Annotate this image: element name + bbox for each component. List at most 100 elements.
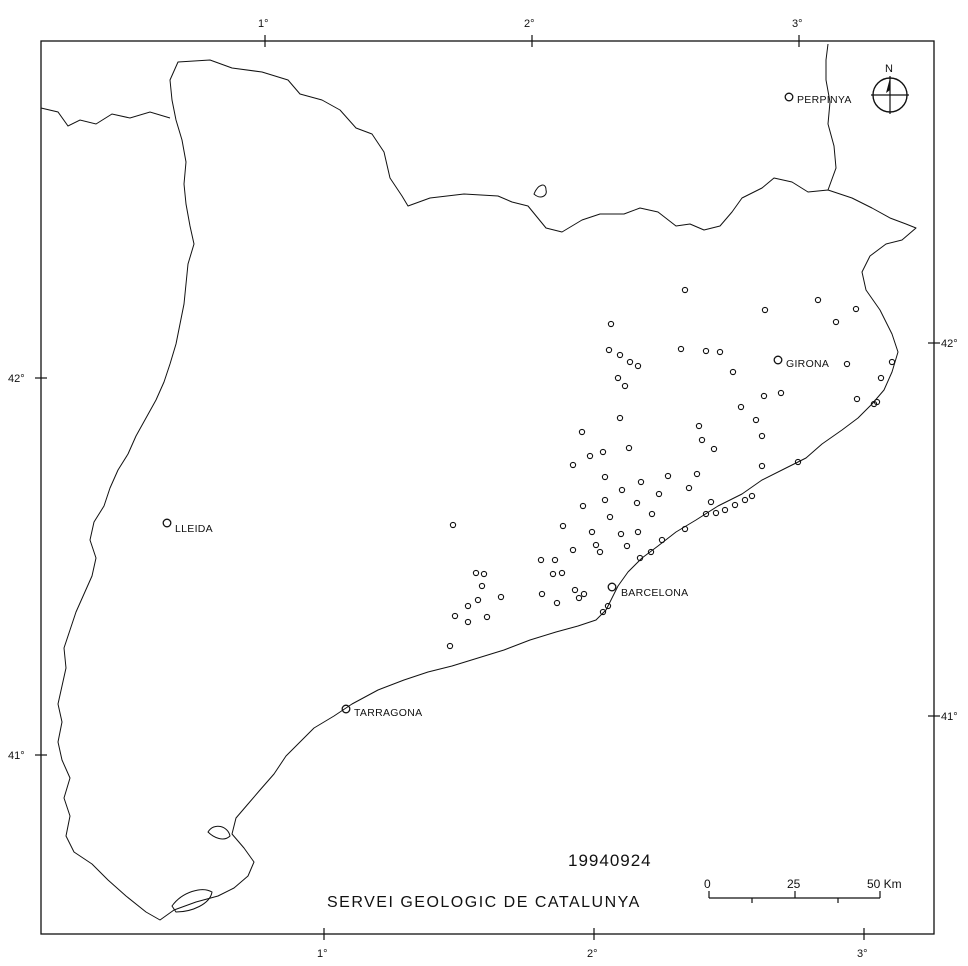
epicenter-marker — [832, 318, 840, 326]
epicenter-marker — [814, 296, 822, 304]
epicenter-marker — [681, 525, 689, 533]
epicenter-marker — [695, 422, 703, 430]
left-lat-tick-42: 42° — [8, 373, 25, 385]
epicenter-marker — [575, 594, 583, 602]
epicenter-marker — [605, 346, 613, 354]
city-marker-perpinya — [784, 92, 794, 102]
city-label-tarragona: TARRAGONA — [354, 707, 422, 719]
epicenter-marker — [870, 400, 878, 408]
epicenter-marker — [616, 414, 624, 422]
bottom-lon-tick-3: 3° — [857, 948, 868, 960]
epicenter-marker — [558, 569, 566, 577]
epicenter-marker — [681, 286, 689, 294]
epicenter-marker — [588, 528, 596, 536]
epicenter-marker — [464, 618, 472, 626]
epicenter-marker — [571, 586, 579, 594]
frame-ticks — [35, 35, 940, 940]
city-label-girona: GIRONA — [786, 358, 829, 370]
epicenter-marker — [647, 548, 655, 556]
top-lon-tick-3: 3° — [792, 18, 803, 30]
epicenter-marker — [604, 602, 612, 610]
epicenter-marker — [716, 348, 724, 356]
epicenter-marker — [617, 530, 625, 538]
epicenter-marker — [634, 362, 642, 370]
city-label-perpinya: PERPINYA — [797, 94, 852, 106]
city-marker-tarragona — [341, 704, 351, 714]
ebro-delta-bay — [171, 889, 213, 913]
spain-france-border-east — [825, 43, 837, 191]
epicenter-marker — [621, 382, 629, 390]
compass-icon — [871, 76, 909, 114]
map-date: 19940924 — [568, 851, 652, 870]
city-label-barcelona: BARCELONA — [621, 587, 688, 599]
epicenter-marker — [451, 612, 459, 620]
right-lat-tick-42: 42° — [941, 338, 958, 350]
epicenter-marker — [888, 358, 896, 366]
llivia-enclave — [533, 184, 547, 198]
epicenter-marker — [537, 556, 545, 564]
left-lat-tick-41: 41° — [8, 750, 25, 762]
epicenter-marker — [601, 496, 609, 504]
catalonia-outline — [57, 59, 917, 921]
epicenter-marker — [636, 554, 644, 562]
epicenter-markers — [446, 286, 896, 650]
scale-label-50km: 50 Km — [867, 877, 902, 891]
epicenter-marker — [712, 509, 720, 517]
epicenter-marker — [599, 608, 607, 616]
epicenter-marker — [752, 416, 760, 424]
north-label: N — [885, 63, 893, 75]
epicenter-marker — [707, 498, 715, 506]
epicenter-marker — [569, 546, 577, 554]
epicenter-marker — [580, 590, 588, 598]
city-marker-girona — [773, 355, 783, 365]
epicenter-marker — [472, 569, 480, 577]
epicenter-marker — [586, 452, 594, 460]
epicenter-marker — [464, 602, 472, 610]
epicenter-marker — [596, 548, 604, 556]
epicenter-marker — [729, 368, 737, 376]
epicenter-marker — [606, 513, 614, 521]
epicenter-marker — [569, 461, 577, 469]
epicenter-marker — [553, 599, 561, 607]
right-lat-tick-41: 41° — [941, 711, 958, 723]
map-frame — [40, 40, 935, 935]
epicenter-marker — [721, 506, 729, 514]
city-label-lleida: LLEIDA — [175, 523, 213, 535]
epicenter-marker — [698, 436, 706, 444]
epicenter-marker — [480, 570, 488, 578]
epicenter-marker — [601, 473, 609, 481]
epicenter-marker — [634, 528, 642, 536]
epicenter-marker — [625, 444, 633, 452]
epicenter-marker — [578, 428, 586, 436]
epicenter-marker — [538, 590, 546, 598]
epicenter-marker — [474, 596, 482, 604]
city-marker-barcelona — [607, 582, 617, 592]
epicenter-marker — [685, 484, 693, 492]
epicenter-marker — [559, 522, 567, 530]
epicenter-marker — [758, 462, 766, 470]
epicenter-marker — [741, 496, 749, 504]
top-lon-tick-1: 1° — [258, 18, 269, 30]
spain-france-border-west — [40, 107, 171, 127]
epicenter-marker — [637, 478, 645, 486]
epicenter-marker — [446, 642, 454, 650]
bottom-lon-tick-1: 1° — [317, 948, 328, 960]
epicenter-marker — [633, 499, 641, 507]
epicenter-marker — [626, 358, 634, 366]
map-source: SERVEI GEOLOGIC DE CATALUNYA — [327, 894, 641, 911]
scale-bar — [708, 891, 881, 903]
scale-label-0: 0 — [704, 877, 711, 891]
bottom-lon-tick-2: 2° — [587, 948, 598, 960]
epicenter-marker — [623, 542, 631, 550]
epicenter-marker — [551, 556, 559, 564]
epicenter-marker — [658, 536, 666, 544]
scale-label-25: 25 — [787, 877, 801, 891]
epicenter-marker — [592, 541, 600, 549]
epicenter-marker — [693, 470, 701, 478]
epicenter-marker — [549, 570, 557, 578]
epicenter-marker — [731, 501, 739, 509]
epicenter-marker — [579, 502, 587, 510]
epicenter-marker — [737, 403, 745, 411]
epicenter-marker — [702, 347, 710, 355]
